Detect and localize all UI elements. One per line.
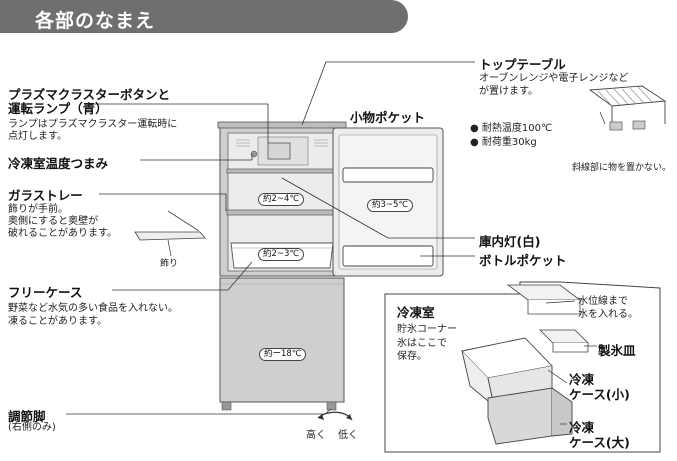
- glass-tray-shape: [226, 209, 338, 216]
- slope-note: 斜線部に物を置かない。: [572, 163, 672, 173]
- small-pocket-shape: [342, 167, 434, 183]
- adjust-foot-label: 調節脚: [8, 409, 46, 424]
- freezer-body: [219, 277, 345, 403]
- bottle-pocket-label: ボトルポケット: [479, 253, 567, 268]
- freeze-case-small-1: 冷凍: [569, 372, 595, 387]
- load-limit: ● 耐荷重30kg: [470, 137, 537, 148]
- temp-freezer: 約ー18℃: [259, 348, 307, 361]
- freezer-knob-shape: [250, 150, 258, 158]
- free-case-label: フリーケース: [8, 285, 83, 300]
- plasma-desc-2: 点灯します。: [8, 131, 67, 142]
- shelf-top: [226, 168, 338, 174]
- ice-desc-2: 保存。: [397, 351, 427, 362]
- freezer-knob-label: 冷凍室温度つまみ: [8, 156, 109, 171]
- glass-desc-1: 飾りが手前。: [8, 204, 68, 215]
- glass-tray-label: ガラストレー: [8, 188, 83, 203]
- trim-inset: [134, 210, 206, 241]
- top-table-inset: [588, 85, 667, 131]
- trim-label: 飾り: [160, 259, 179, 269]
- plasma-label-1: プラズマクラスターボタンと: [8, 87, 171, 102]
- glass-desc-3: 破れることがあります。: [8, 228, 117, 239]
- interior-light-label: 庫内灯(白): [479, 234, 541, 249]
- section-title: 各部のなまえ: [35, 10, 156, 32]
- bottle-pocket-shape: [342, 245, 434, 267]
- top-table-label: トップテーブル: [479, 57, 566, 72]
- left-foot: [221, 401, 232, 411]
- adjust-foot-sub: (右側のみ): [8, 422, 56, 433]
- vent-lines: [236, 139, 328, 147]
- heat-resist: ● 耐熱温度100℃: [470, 123, 553, 134]
- trim-leader: [167, 239, 172, 257]
- freeze-case-large-1: 冷凍: [569, 420, 595, 435]
- glass-desc-2: 奥側にすると奥壁が: [8, 216, 99, 227]
- freezer-case-large-shape: [487, 387, 573, 445]
- water-line-2: 水を入れる。: [578, 309, 638, 320]
- section-header: 各部のなまえ: [0, 0, 408, 33]
- fridge-top-edge: [217, 121, 347, 129]
- free-desc-1: 野菜など水気の多い食品を入れない。: [8, 303, 178, 314]
- water-line-1: 水位線まで: [578, 296, 628, 307]
- temp-shelf-upper: 約2~4℃: [258, 193, 304, 206]
- top-desc-2: が置けます。: [479, 86, 538, 97]
- leader-lines: [90, 61, 475, 291]
- ice-tray-inset: [506, 284, 589, 353]
- adjust-high: 高く: [306, 430, 326, 441]
- freezer-room-label: 冷凍室: [397, 305, 435, 320]
- plasma-desc-1: ランプはプラズマクラスター運転時に: [8, 119, 178, 130]
- adjust-foot-shape: [326, 401, 337, 411]
- ice-tray-label: 製氷皿: [598, 343, 636, 358]
- adjust-low: 低く: [338, 430, 358, 441]
- top-desc-1: オーブンレンジや電子レンジなど: [479, 73, 629, 84]
- freeze-case-large-2: ケース(大): [569, 435, 630, 450]
- freeze-case-small-2: ケース(小): [569, 387, 630, 402]
- plasma-button: [267, 142, 291, 160]
- freezer-case-small-shape: [461, 337, 553, 408]
- temp-shelf-lower: 約2~3℃: [258, 248, 304, 261]
- free-desc-2: 凍ることがあります。: [8, 316, 107, 327]
- small-pocket-label: 小物ポケット: [350, 110, 426, 125]
- temp-door: 約3~5℃: [367, 199, 413, 212]
- plasma-label-2: 運転ランプ（青）: [8, 101, 108, 116]
- ice-corner-label: 貯氷コーナー: [397, 324, 457, 335]
- ice-desc-1: 氷はここで: [397, 338, 447, 349]
